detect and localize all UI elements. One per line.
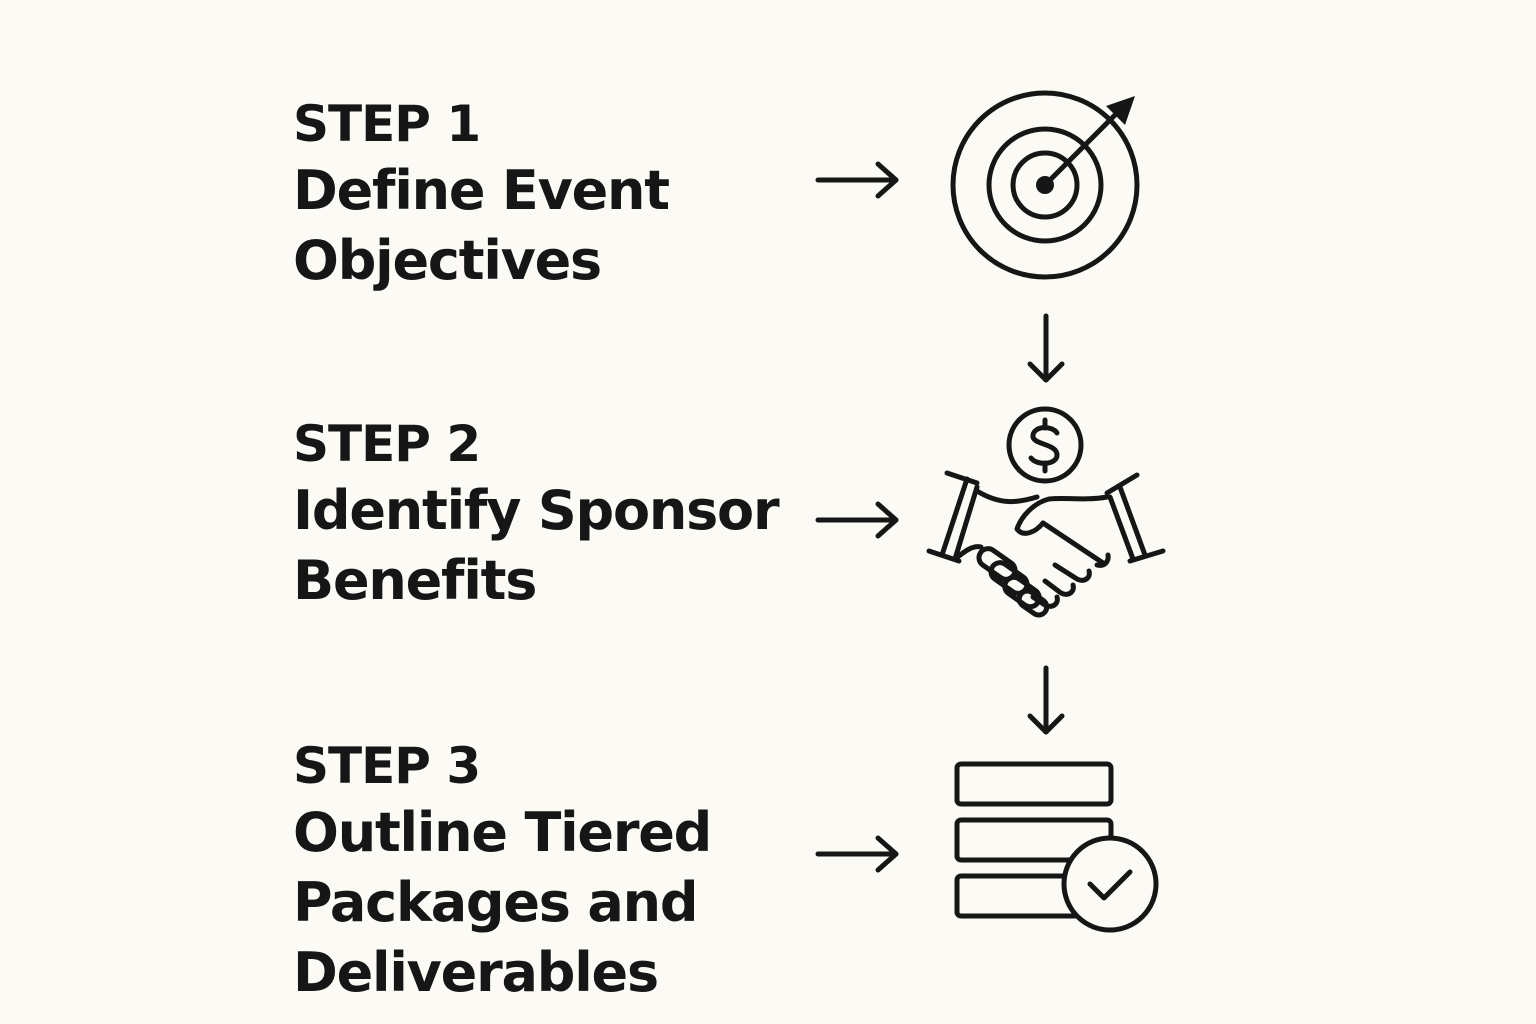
arrow-right-icon [815,160,902,200]
step-2: STEP 2 Identify Sponsor Benefits [293,412,813,616]
step-1-title-line-2: Objectives [293,229,602,292]
step-3-title-line-1: Outline Tiered [293,801,712,864]
step-3-label: STEP 3 [293,737,481,795]
step-1-title-line-1: Define Event [293,159,670,222]
target-icon [940,90,1150,280]
step-2-title-line-2: Benefits [293,549,537,612]
step-1-label: STEP 1 [293,95,481,153]
step-3-title-line-3: Deliverables [293,941,659,1004]
arrow-down-icon [1026,665,1066,738]
step-3: STEP 3 Outline Tiered Packages and Deliv… [293,734,813,1008]
step-3-title: Outline Tiered Packages and Deliverables [293,798,813,1008]
step-1: STEP 1 Define Event Objectives [293,92,813,296]
step-2-title: Identify Sponsor Benefits [293,476,813,616]
handshake-dollar-icon [925,405,1170,620]
step-3-title-line-2: Packages and [293,871,698,934]
step-2-label: STEP 2 [293,415,481,473]
arrow-down-icon [1026,313,1066,386]
step-2-title-line-1: Identify Sponsor [293,479,780,542]
tiered-packages-check-icon [950,756,1170,941]
step-1-title: Define Event Objectives [293,156,813,296]
arrow-right-icon [815,500,902,540]
arrow-right-icon [815,834,902,874]
